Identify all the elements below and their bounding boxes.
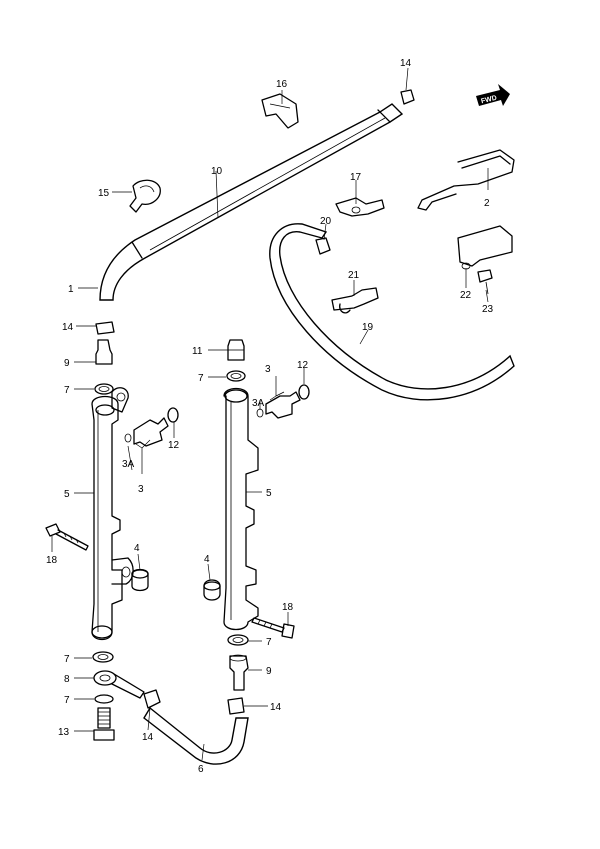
clamp-part-20 — [315, 237, 331, 255]
callout-7-c: 7 — [64, 654, 70, 665]
callout-3a-left: 3A — [122, 459, 135, 470]
callout-4-left: 4 — [134, 543, 140, 554]
bolt-part-18-left — [45, 523, 89, 551]
callout-19: 19 — [362, 322, 374, 333]
fuel-rail-right — [223, 339, 259, 631]
callout-6: 6 — [198, 764, 204, 775]
clamp-part-14-bottom-right — [227, 697, 245, 715]
callout-4-right: 4 — [204, 554, 210, 565]
callout-labels: 1 2 3 3 3A 3A 4 4 5 5 6 7 7 7 7 7 8 9 9 … — [46, 58, 494, 775]
leader-lines — [51, 67, 489, 761]
callout-16: 16 — [276, 79, 288, 90]
callout-17: 17 — [350, 172, 362, 183]
fuel-rail-left — [91, 339, 134, 641]
callout-7-b: 7 — [198, 373, 204, 384]
clip-part-16 — [261, 93, 299, 129]
callout-5-left: 5 — [64, 489, 70, 500]
callout-1: 1 — [68, 284, 74, 295]
collar-part-4-left — [131, 568, 149, 592]
collar-part-4-right — [203, 579, 221, 601]
callout-10: 10 — [211, 166, 223, 177]
hose-part-19 — [269, 223, 515, 401]
callout-3-left: 3 — [138, 484, 144, 495]
callout-21: 21 — [348, 270, 360, 281]
callout-13: 13 — [58, 727, 70, 738]
callout-5-right: 5 — [266, 488, 272, 499]
callout-18-left: 18 — [46, 555, 58, 566]
callout-15: 15 — [98, 188, 110, 199]
oring-part-12-left — [167, 407, 179, 423]
oring-part-7-left-bottom — [92, 651, 114, 663]
callout-14-bottom-right: 14 — [270, 702, 282, 713]
callout-14-bottom-left: 14 — [142, 732, 154, 743]
callout-3-right: 3 — [265, 364, 271, 375]
callout-20: 20 — [320, 216, 332, 227]
callout-2: 2 — [484, 198, 490, 209]
callout-12-left: 12 — [168, 440, 180, 451]
clamp-part-14-left — [95, 321, 115, 335]
callout-9-left: 9 — [64, 358, 70, 369]
hose-part-10 — [99, 103, 404, 301]
callout-18-right: 18 — [282, 602, 294, 613]
oring-part-7-left-lower — [94, 694, 114, 704]
clip-part-15 — [129, 179, 161, 213]
union-bolt-part-13 — [93, 707, 115, 741]
callout-14-left: 14 — [62, 322, 74, 333]
callout-7-a: 7 — [64, 385, 70, 396]
callout-22: 22 — [460, 290, 472, 301]
callout-23: 23 — [482, 304, 494, 315]
callout-14-top: 14 — [400, 58, 412, 69]
injector-part-3a-left — [124, 417, 169, 447]
banjo-fitting-part-8 — [93, 670, 145, 699]
bracket-part-22 — [457, 225, 513, 270]
oring-part-7-right-bottom — [227, 634, 249, 646]
fitting-part-9-right — [229, 654, 249, 691]
callout-7-e: 7 — [64, 695, 70, 706]
clamp-part-14-bottom-left — [143, 689, 161, 709]
callout-12-right: 12 — [297, 360, 309, 371]
callout-3a-right: 3A — [252, 398, 265, 409]
bracket-part-17 — [335, 197, 385, 217]
bolt-part-18-right — [251, 617, 295, 639]
callout-7-d: 7 — [266, 637, 272, 648]
bracket-part-2 — [417, 149, 515, 211]
callout-11: 11 — [192, 346, 203, 357]
forward-arrow-icon: FWD — [476, 84, 510, 106]
oring-part-12-right — [298, 384, 310, 400]
hose-part-6 — [143, 706, 249, 765]
clamp-part-14-top — [400, 89, 415, 105]
bracket-part-21 — [331, 287, 379, 314]
callout-8: 8 — [64, 674, 70, 685]
fwd-label: FWD — [480, 95, 497, 106]
screw-part-23 — [477, 269, 493, 295]
callout-9-right: 9 — [266, 666, 272, 677]
